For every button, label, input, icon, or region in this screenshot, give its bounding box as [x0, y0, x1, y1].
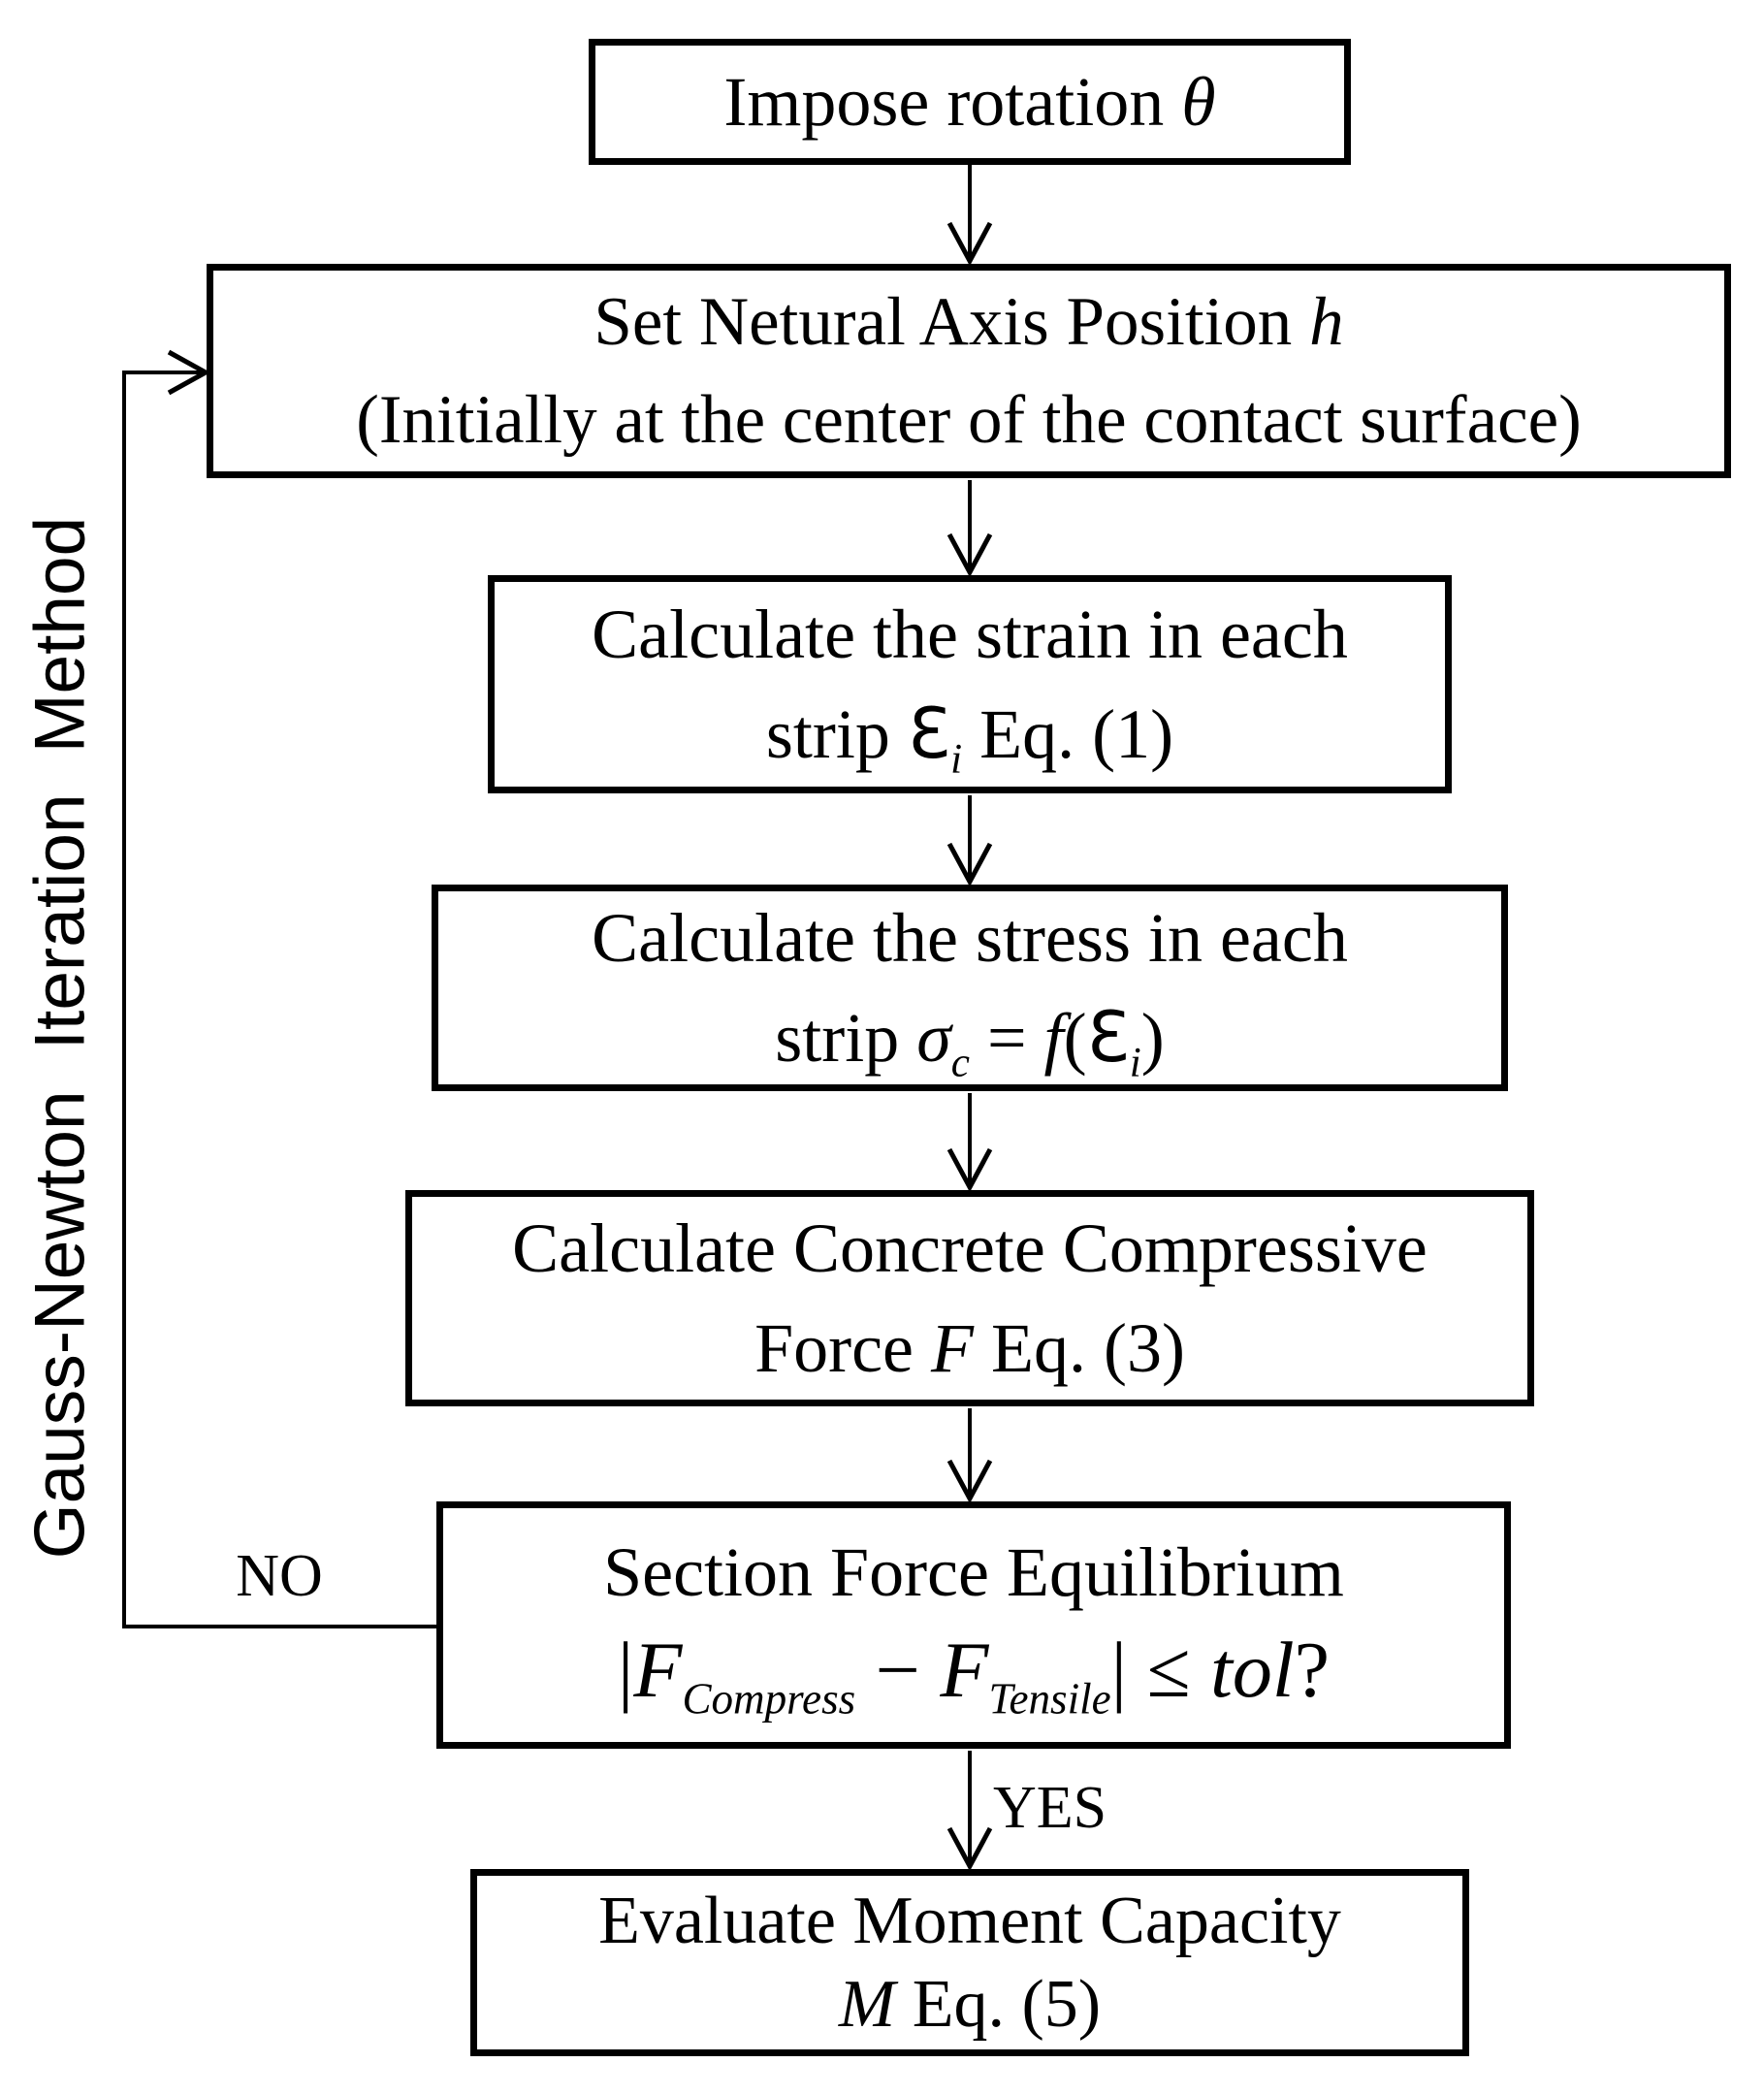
arrowhead	[946, 842, 993, 887]
text-fragment: Force	[754, 1308, 931, 1387]
gauss-newton-side-label: Gauss-Newton Iteration Method	[20, 516, 100, 1560]
equilibrium-expression: |FCompress − FTensile| ≤ tol?	[618, 1619, 1330, 1723]
text-fragment: (Initially at the center of the contact …	[356, 381, 1582, 458]
strain-line2: strip Ɛi Eq. (1)	[766, 684, 1173, 784]
text-fragment: Calculate Concrete Compressive	[512, 1209, 1427, 1288]
text-fragment: strip	[765, 695, 908, 773]
node-force-equilibrium-decision: Section Force Equilibrium |FCompress − F…	[436, 1501, 1511, 1749]
node-set-neutral-axis: Set Netural Axis Position h (Initially a…	[207, 264, 1731, 478]
force-F-symbol: F	[931, 1308, 974, 1387]
arrowhead	[946, 1147, 993, 1193]
sigma-symbol: σ	[916, 999, 951, 1077]
subscript-i: i	[1129, 1040, 1141, 1086]
arrow-down-4	[946, 1093, 993, 1193]
open-paren: (	[1063, 999, 1087, 1077]
leq-sign: ≤	[1127, 1626, 1211, 1714]
subscript-compress: Compress	[682, 1674, 856, 1724]
node-calculate-stress: Calculate the stress in each strip σc = …	[432, 885, 1508, 1091]
stress-line2: strip σc = f(Ɛi)	[775, 987, 1165, 1087]
equals-sign: =	[969, 999, 1044, 1077]
theta-symbol: θ	[1181, 62, 1216, 141]
text-fragment: Calculate the strain in each	[592, 595, 1348, 673]
arrowhead	[946, 221, 993, 267]
arrow-down-2	[946, 480, 993, 578]
f-symbol: f	[1043, 999, 1064, 1077]
set-axis-line1: Set Netural Axis Position h	[593, 274, 1343, 371]
text-fragment: Eq. (1)	[962, 695, 1174, 773]
no-branch-horizontal-line	[122, 1625, 440, 1628]
minus-sign: −	[855, 1626, 941, 1714]
arrow-down-yes	[946, 1751, 993, 1872]
tol-symbol: tol	[1210, 1626, 1295, 1714]
text-fragment: Calculate the stress in each	[592, 898, 1348, 977]
no-label: NO	[236, 1543, 323, 1609]
arrow-right-feedback	[122, 349, 211, 396]
feedback-vertical-line	[122, 371, 126, 1628]
M-symbol: M	[838, 1966, 896, 2042]
abs-bar: |	[617, 1626, 634, 1714]
equilibrium-line1: Section Force Equilibrium	[603, 1528, 1344, 1619]
epsilon-symbol: Ɛ	[1086, 996, 1130, 1078]
arrowhead	[946, 1826, 993, 1872]
abs-bar: |	[1110, 1626, 1128, 1714]
strain-line1: Calculate the strain in each	[592, 585, 1348, 684]
node-compressive-force: Calculate Concrete Compressive Force F E…	[405, 1190, 1534, 1406]
node-calculate-strain: Calculate the strain in each strip Ɛi Eq…	[488, 575, 1452, 793]
text-fragment: Section Force Equilibrium	[603, 1533, 1344, 1612]
yes-label: YES	[993, 1775, 1107, 1841]
close-paren: )	[1140, 999, 1165, 1077]
text-fragment: Eq. (5)	[895, 1966, 1102, 2042]
text-fragment: strip	[775, 999, 917, 1077]
subscript-i: i	[950, 736, 963, 783]
compressive-line2: Force F Eq. (3)	[754, 1299, 1185, 1398]
stress-line1: Calculate the stress in each	[592, 888, 1348, 987]
text-fragment: Evaluate Moment Capacity	[598, 1884, 1341, 1959]
arrow-down-1	[946, 165, 993, 267]
F-compress-symbol: F	[633, 1626, 683, 1714]
subscript-tensile: Tensile	[988, 1674, 1111, 1724]
node-moment-capacity: Evaluate Moment Capacity M Eq. (5)	[470, 1869, 1469, 2056]
moment-line1: Evaluate Moment Capacity	[598, 1880, 1341, 1962]
compressive-line1: Calculate Concrete Compressive	[512, 1199, 1427, 1298]
node-impose-rotation: Impose rotation θ	[589, 39, 1351, 165]
moment-line2: M Eq. (5)	[839, 1963, 1101, 2046]
arrowhead	[946, 1459, 993, 1504]
arrowhead	[946, 532, 993, 578]
arrow-down-5	[946, 1408, 993, 1504]
text-fragment: Set Netural Axis Position	[593, 283, 1310, 360]
text-fragment: Impose rotation	[723, 62, 1182, 141]
arrowhead	[167, 349, 211, 396]
arrow-down-3	[946, 795, 993, 887]
text-fragment: Eq. (3)	[973, 1308, 1185, 1387]
set-axis-line2: (Initially at the center of the contact …	[356, 371, 1582, 469]
subscript-c: c	[950, 1040, 970, 1086]
F-tensile-symbol: F	[940, 1626, 989, 1714]
h-symbol: h	[1309, 283, 1344, 360]
question-mark: ?	[1294, 1626, 1331, 1714]
impose-rotation-text: Impose rotation θ	[723, 52, 1215, 151]
epsilon-symbol: Ɛ	[907, 693, 951, 774]
